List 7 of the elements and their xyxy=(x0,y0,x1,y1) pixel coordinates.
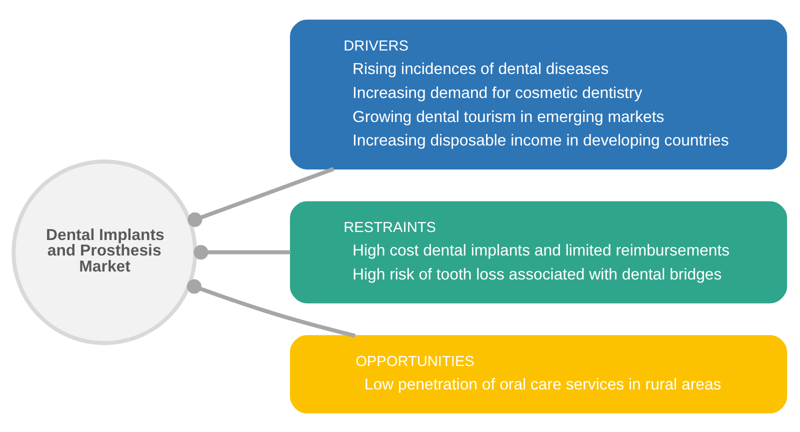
node-circle: Dental Implants and Prosthesis Market xyxy=(12,159,198,345)
node-box: OPPORTUNITIES Low penetration of oral care services in rural areas xyxy=(290,334,788,413)
node-box: DRIVERS Rising incidences of dental diseases Increasing demand for cosmetic dentistry Growing dental tourism in emerging markets Increasing disposable income in developing countries xyxy=(290,19,788,169)
node-box: RESTRAINTS High cost dental implants and limited reimbursements High risk of tooth loss associated with dental bridges xyxy=(290,200,788,303)
connector xyxy=(188,166,334,226)
connector xyxy=(194,244,290,260)
connector xyxy=(186,278,356,338)
